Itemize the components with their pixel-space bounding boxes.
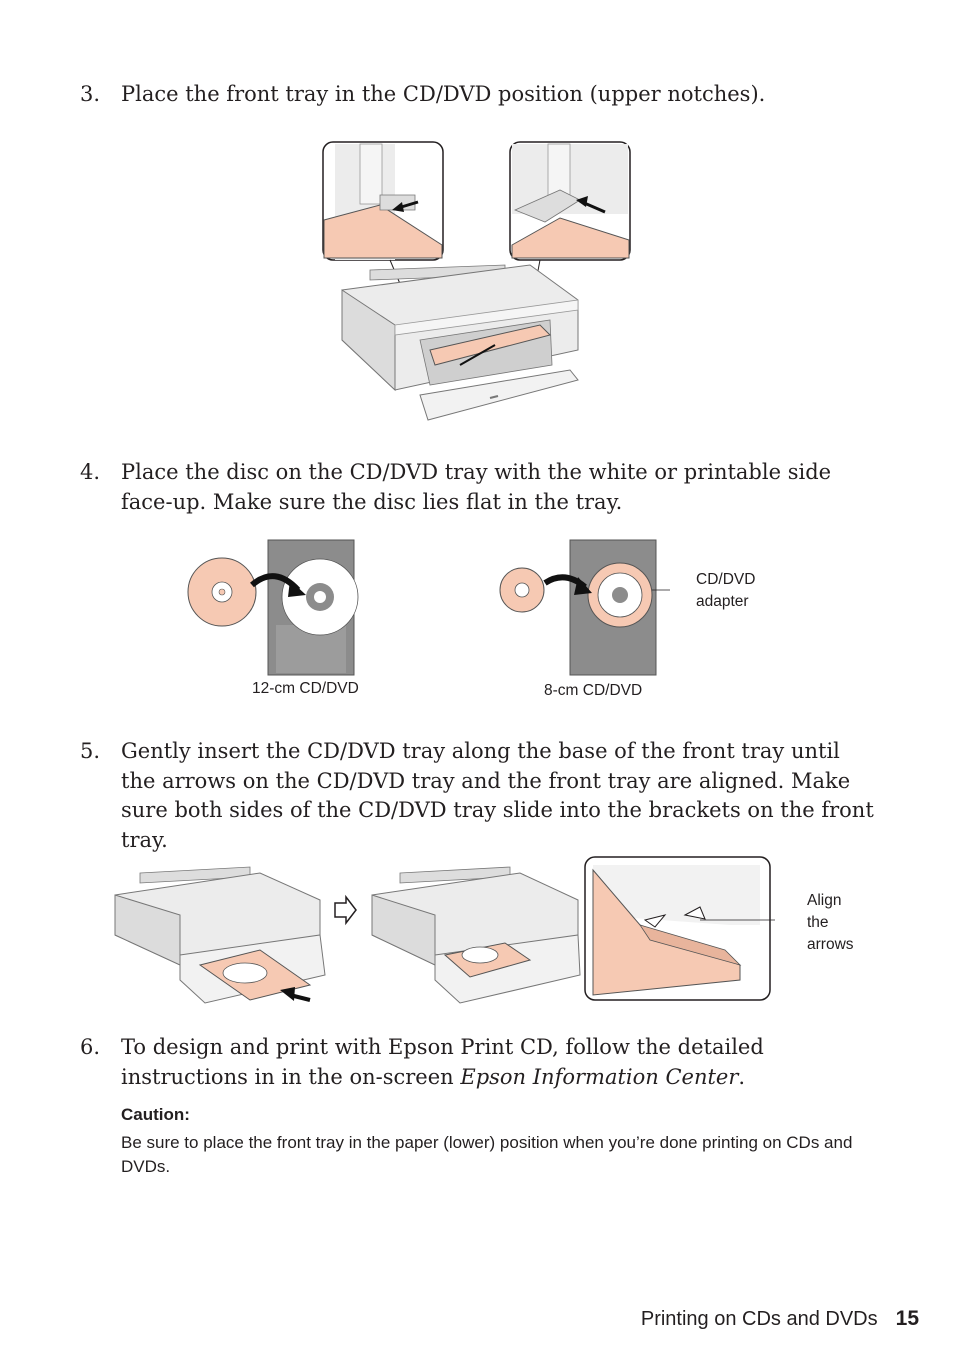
epson-information-center-title: Epson Information Center: [460, 1064, 739, 1089]
step-number: 3.: [80, 82, 101, 106]
step-3: 3. Place the front tray in the CD/DVD po…: [80, 80, 880, 110]
page-footer: Printing on CDs and DVDs 15: [641, 1307, 919, 1331]
printer-inserting-tray: [114, 866, 326, 1004]
adapter-label: CD/DVD adapter: [696, 571, 756, 610]
disc-placement-illustration: [187, 539, 670, 676]
disc-8cm-label: 8-cm CD/DVD: [544, 682, 643, 699]
step-text: To design and print with Epson Print CD,…: [121, 1035, 764, 1089]
step-number: 5.: [80, 739, 101, 763]
step-number: 4.: [80, 460, 101, 484]
step-5: 5. Gently insert the CD/DVD tray along t…: [80, 737, 880, 855]
printer: [341, 264, 579, 421]
footer-section-title: Printing on CDs and DVDs: [640, 1308, 878, 1330]
disc-8cm-illustration: [499, 539, 670, 676]
printer-tray-aligned: [371, 866, 581, 1004]
left-notch-inset: [322, 141, 444, 261]
step-text: Place the front tray in the CD/DVD posit…: [121, 82, 766, 106]
disc-12cm-label: 12-cm CD/DVD: [252, 680, 359, 697]
insert-tray-illustration: [114, 856, 775, 1004]
right-notch-inset: [509, 141, 631, 261]
disc-12cm-illustration: [187, 539, 359, 676]
align-arrows-inset: [584, 856, 775, 1001]
caution-body: Be sure to place the front tray in the p…: [121, 1133, 853, 1176]
step-text: Gently insert the CD/DVD tray along the …: [121, 739, 874, 852]
step-text: Place the disc on the CD/DVD tray with t…: [121, 460, 832, 514]
next-step-arrow-icon: [334, 894, 357, 926]
step-4: 4. Place the disc on the CD/DVD tray wit…: [80, 458, 880, 517]
front-tray-cd-position-illustration: [322, 141, 631, 421]
caution-heading: Caution:: [121, 1105, 190, 1124]
step-6: 6. To design and print with Epson Print …: [80, 1033, 880, 1092]
page-number: 15: [895, 1307, 919, 1330]
step-number: 6.: [80, 1035, 101, 1059]
align-arrows-label: Align the arrows: [807, 892, 854, 953]
